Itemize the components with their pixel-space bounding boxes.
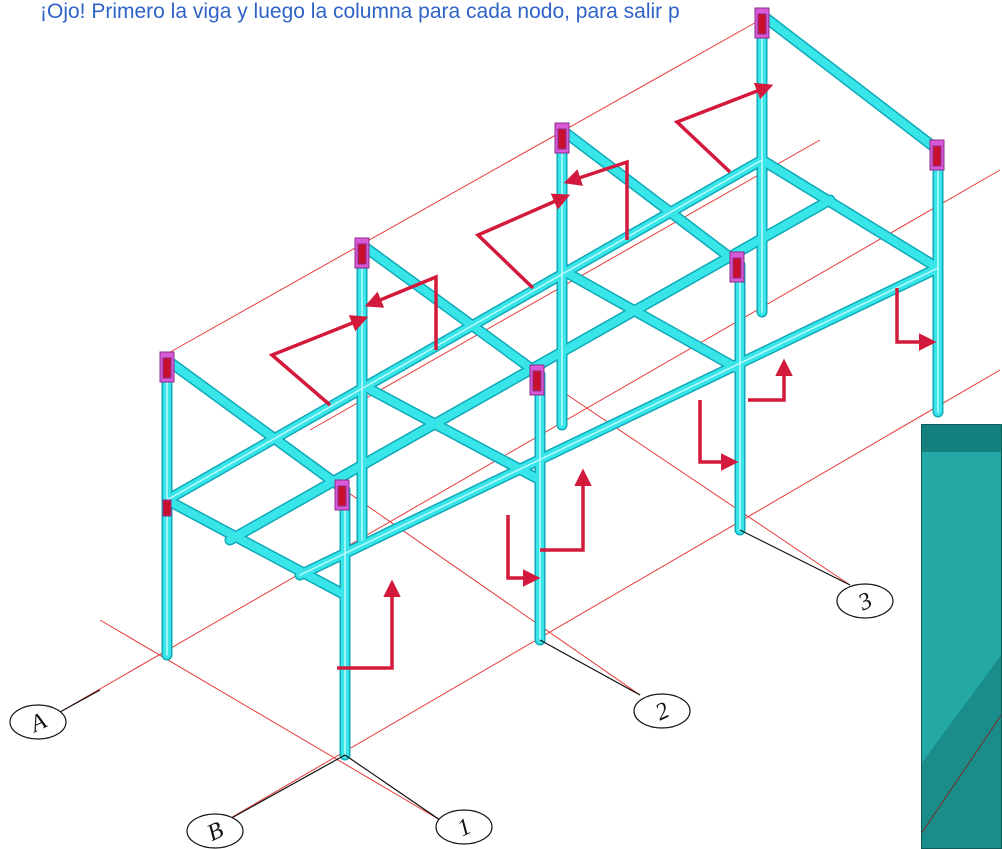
grid-line-3 — [559, 389, 851, 586]
connection-B3 — [729, 251, 745, 283]
connection-B4 — [929, 139, 945, 171]
grid-lines — [59, 19, 1001, 831]
render-thumbnail — [921, 424, 1002, 849]
grid-bubble-B — [186, 813, 244, 849]
arrow-low-1 — [337, 579, 401, 670]
grid-line-2 — [329, 479, 641, 696]
grid-line-top — [164, 19, 761, 356]
grid-bubble-3 — [836, 583, 894, 619]
arrow-low-5 — [748, 358, 793, 402]
connection-A4 — [754, 7, 770, 39]
grid-bubble-2 — [633, 693, 691, 729]
arrow-zigzag-3 — [673, 82, 774, 174]
connection-side — [162, 499, 172, 517]
arrow-low-2 — [506, 515, 541, 587]
connection-plates — [159, 7, 945, 517]
grid-bubbles — [9, 529, 894, 849]
grid-bubble-A — [9, 704, 67, 740]
arrow-low-4 — [698, 400, 739, 471]
connection-A1 — [159, 351, 175, 383]
arrow-low-6 — [895, 288, 937, 351]
grid-line-A — [59, 169, 1001, 713]
connection-A3 — [554, 122, 570, 154]
frame-members — [161, 9, 944, 761]
connection-A2 — [354, 237, 370, 269]
connection-B2 — [529, 364, 545, 396]
arrow-bend-2 — [563, 159, 629, 240]
arrow-low-3 — [540, 468, 592, 552]
grid-bubble-labels: A B 1 2 3 — [24, 588, 876, 847]
arrow-zigzag-1 — [268, 315, 369, 407]
instruction-caption: ¡Ojo! Primero la viga y luego la columna… — [40, 0, 680, 23]
sequence-arrows — [268, 82, 937, 670]
connection-B1 — [334, 479, 350, 511]
render-thumbnail-graphic — [921, 424, 1002, 849]
arrow-bend-1 — [364, 274, 438, 350]
grid-line-1 — [99, 619, 441, 821]
arrow-zigzag-2 — [474, 193, 571, 290]
grid-bubble-1 — [435, 809, 493, 845]
